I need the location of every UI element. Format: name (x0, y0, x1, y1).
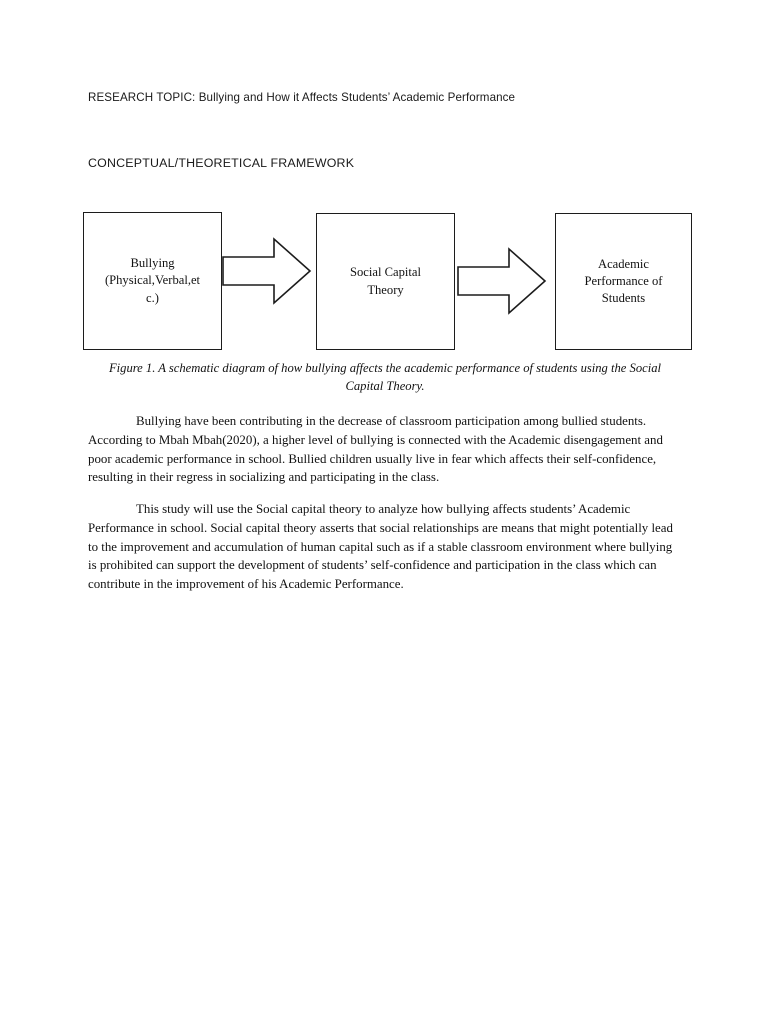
diagram-node-academic-performance-label: Academic Performance of Students (584, 256, 663, 306)
research-topic-line: RESEARCH TOPIC: Bullying and How it Affe… (88, 91, 516, 104)
body-paragraph-1: Bullying have been contributing in the d… (88, 412, 678, 487)
diagram-node-academic-performance: Academic Performance of Students (555, 213, 692, 350)
figure-caption: Figure 1. A schematic diagram of how bul… (108, 361, 662, 393)
body-paragraph-2-text: This study will use the Social capital t… (88, 502, 673, 592)
section-heading-conceptual-framework: CONCEPTUAL/THEORETICAL FRAMEWORK (88, 156, 355, 170)
diagram-node-bullying: Bullying (Physical,Verbal,et c.) (83, 212, 222, 350)
body-paragraph-2: This study will use the Social capital t… (88, 500, 678, 594)
body-paragraph-1-text: Bullying have been contributing in the d… (88, 414, 663, 485)
diagram-node-bullying-label: Bullying (Physical,Verbal,et c.) (104, 256, 201, 305)
right-arrow-icon (457, 247, 547, 315)
right-arrow-icon (222, 237, 312, 305)
diagram-node-social-capital-theory-label: Social Capital Theory (350, 265, 421, 297)
diagram-node-social-capital-theory: Social Capital Theory (316, 213, 455, 350)
